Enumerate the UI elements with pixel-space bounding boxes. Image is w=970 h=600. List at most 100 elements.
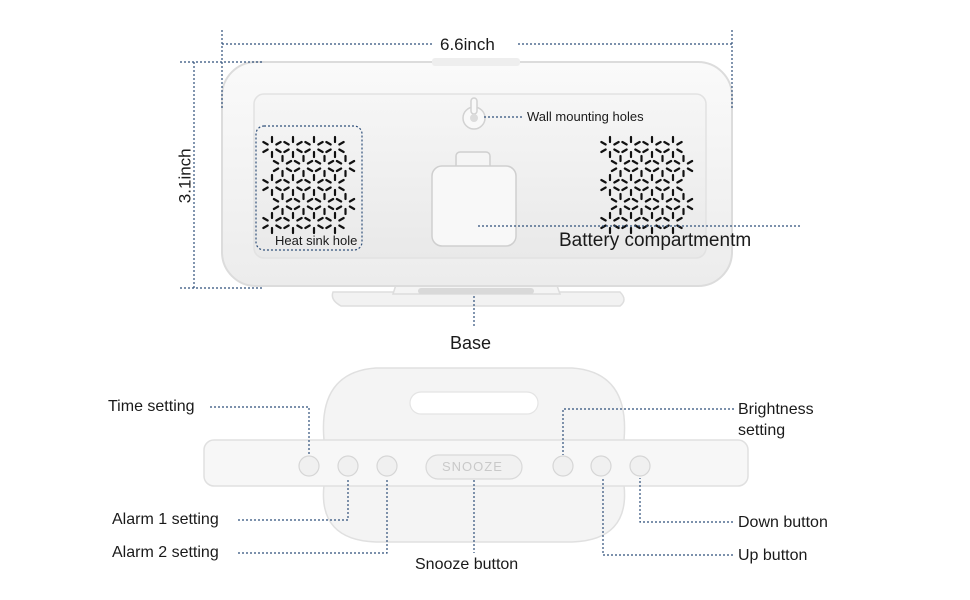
- vent-slot: [655, 148, 662, 154]
- vent-slot: [314, 167, 322, 173]
- vent-slot: [623, 167, 631, 173]
- vent-slot: [262, 186, 269, 192]
- heat-sink-label: Heat sink hole: [275, 233, 358, 248]
- vent-slot: [304, 178, 311, 184]
- vent-slot: [296, 216, 303, 222]
- alarm2-key: [376, 455, 398, 477]
- vent-slot: [314, 205, 322, 211]
- vent-slot: [325, 224, 332, 230]
- vent-slot: [285, 205, 293, 211]
- stand-plate: [331, 291, 625, 307]
- vent-slot: [327, 167, 335, 173]
- stand-loop-window: [409, 391, 539, 415]
- snooze-label: Snooze button: [415, 556, 519, 573]
- vent-slot: [655, 186, 662, 192]
- down-key: [629, 455, 651, 477]
- vent-slot: [600, 140, 607, 146]
- vent-slot: [623, 197, 631, 203]
- clock-top-view: [203, 367, 749, 543]
- vent-slot: [314, 159, 322, 165]
- vent-slot: [335, 197, 343, 203]
- clock-front-view: [221, 58, 733, 307]
- base-label: Base: [450, 333, 492, 353]
- battery-label: Battery compartmentm: [559, 230, 752, 251]
- wall-mount-label: Wall mounting holes: [527, 109, 644, 124]
- vent-slot: [338, 148, 345, 154]
- vent-slot: [644, 159, 652, 165]
- vent-slot: [338, 224, 345, 230]
- vent-slot: [275, 186, 282, 192]
- battery-compartment: [431, 151, 517, 247]
- vent-slot: [610, 159, 618, 165]
- vent-slot: [327, 159, 335, 165]
- vent-slot: [325, 148, 332, 154]
- time-setting-key: [298, 455, 320, 477]
- vent-slot: [348, 205, 356, 211]
- vent-slot: [275, 140, 282, 146]
- height-label: 3.1inch: [175, 148, 195, 204]
- vent-slot: [676, 186, 683, 192]
- vent-slot: [304, 140, 311, 146]
- vent-slot: [262, 148, 269, 154]
- vent-slot: [338, 216, 345, 222]
- vent-slot: [296, 186, 303, 192]
- vent-slot: [283, 178, 290, 184]
- vent-slot: [676, 178, 683, 184]
- vent-slot: [673, 197, 681, 203]
- vent-slot: [665, 159, 673, 165]
- vent-slot: [676, 148, 683, 154]
- vent-slot: [644, 167, 652, 173]
- vent-slot: [325, 186, 332, 192]
- vent-slot: [317, 148, 324, 154]
- vent-slot: [306, 197, 314, 203]
- vent-slot: [317, 186, 324, 192]
- vent-slot: [317, 224, 324, 230]
- vent-slot: [348, 197, 356, 203]
- button-leader-lines: [210, 406, 734, 556]
- stand-slot: [418, 288, 534, 294]
- vent-slot: [296, 224, 303, 230]
- vent-slot: [262, 140, 269, 146]
- vent-slot: [262, 224, 269, 230]
- vent-slot: [665, 205, 673, 211]
- vent-slot: [652, 159, 660, 165]
- vent-slot: [304, 224, 311, 230]
- vent-slot: [655, 224, 662, 230]
- vent-slot: [676, 140, 683, 146]
- vent-slot: [600, 186, 607, 192]
- time-setting-label: Time setting: [108, 398, 195, 415]
- vent-slot: [306, 159, 314, 165]
- vent-slot: [285, 159, 293, 165]
- alarm2-label: Alarm 2 setting: [112, 544, 219, 561]
- vent-slot: [338, 186, 345, 192]
- vent-slot: [283, 224, 290, 230]
- vent-slot: [296, 148, 303, 154]
- vent-slot: [285, 197, 293, 203]
- time-setting-leader: [210, 406, 310, 455]
- vent-slot: [621, 140, 628, 146]
- vent-slot: [634, 186, 641, 192]
- heat-sink-vents-left: [262, 135, 356, 235]
- vent-slot: [634, 140, 641, 146]
- vent-slot: [642, 216, 649, 222]
- vent-slot: [285, 167, 293, 173]
- vent-slot: [621, 216, 628, 222]
- vent-slot: [610, 205, 618, 211]
- wall-mount-hole: [462, 97, 486, 130]
- up-key: [590, 455, 612, 477]
- vent-slot: [644, 205, 652, 211]
- vent-slot: [613, 186, 620, 192]
- vent-slot: [293, 159, 301, 165]
- vent-slot: [673, 205, 681, 211]
- up-button-label: Up button: [738, 547, 808, 564]
- brightness-leader: [562, 408, 734, 455]
- front-leader-lines: [473, 116, 800, 328]
- brightness-label-line2: setting: [738, 422, 786, 439]
- vent-slot: [623, 159, 631, 165]
- snooze-key: [425, 454, 523, 480]
- vent-slot: [275, 224, 282, 230]
- vent-slot: [673, 159, 681, 165]
- vent-slot: [610, 197, 618, 203]
- vent-slot: [642, 186, 649, 192]
- vent-slot: [663, 178, 670, 184]
